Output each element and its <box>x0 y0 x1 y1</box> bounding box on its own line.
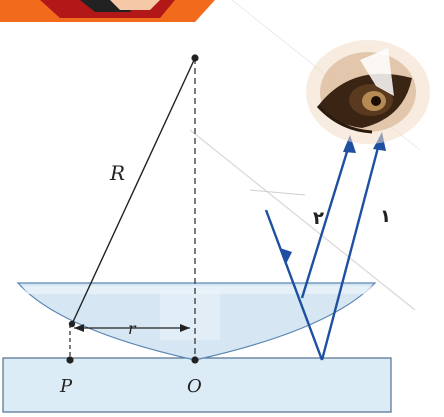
reflected-ray-1 <box>320 139 382 361</box>
incident-ray <box>264 209 324 361</box>
point-o <box>191 356 199 364</box>
label-distance: r <box>128 319 137 338</box>
label-point-o: O <box>187 376 202 397</box>
distance-r-arrow <box>74 324 190 332</box>
label-ray-2: ۲ <box>313 208 324 229</box>
faint-bracket-line <box>249 189 306 196</box>
point-p <box>66 356 74 364</box>
reflected-ray-2-arrow <box>343 135 356 153</box>
label-ray-1: ۱ <box>380 206 391 227</box>
corner-decoration <box>0 0 215 22</box>
faint-guide-line <box>189 129 416 311</box>
radius-line <box>71 57 196 325</box>
label-point-p: P <box>59 376 73 397</box>
lens-shine <box>160 290 220 340</box>
reflected-ray-2 <box>300 141 352 299</box>
center-of-curvature-point <box>191 54 199 62</box>
lens-edge-point <box>68 320 76 328</box>
eye-icon <box>306 40 430 144</box>
label-radius: R <box>109 161 125 185</box>
light-rays <box>264 132 386 361</box>
incident-ray-arrow <box>280 248 292 264</box>
